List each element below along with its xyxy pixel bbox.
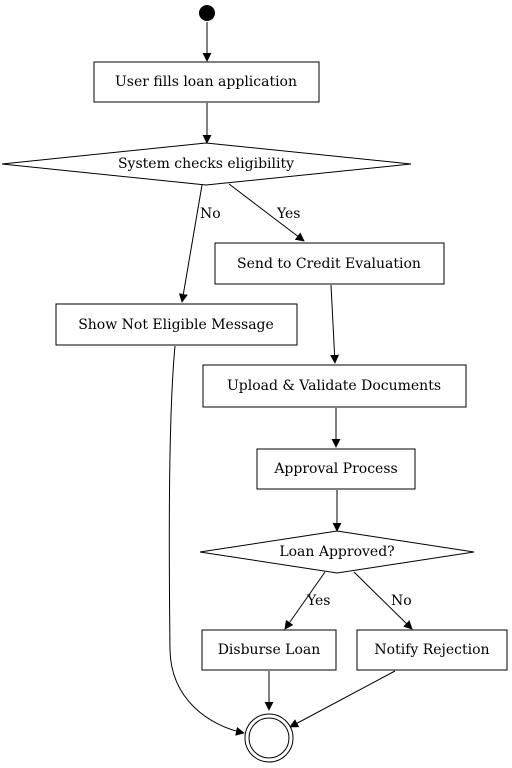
node-user-fills: User fills loan application	[93, 61, 320, 103]
edge-label-approved-yes: Yes	[306, 593, 331, 609]
edge-system-checks-to-not-eligible	[178, 184, 203, 303]
edge-loan-approved-to-disburse	[284, 571, 326, 630]
node-user-fills-label: User fills loan application	[115, 74, 297, 90]
node-upload-docs-label: Upload & Validate Documents	[227, 378, 441, 394]
decision-system-checks: System checks eligibility	[1, 142, 412, 186]
edge-not-eligible-to-end	[168, 345, 245, 736]
edge-label-eligibility-yes: Yes	[276, 206, 301, 222]
node-send-credit: Send to Credit Evaluation	[214, 242, 445, 285]
edge-label-approved-no: No	[391, 593, 412, 609]
start-node	[199, 5, 215, 21]
node-disburse: Disburse Loan	[201, 629, 337, 671]
edge-system-checks-to-send-credit	[228, 183, 305, 242]
edges	[168, 22, 413, 736]
node-not-eligible: Show Not Eligible Message	[55, 303, 298, 346]
node-approval: Approval Process	[256, 448, 416, 490]
decision-loan-approved: Loan Approved?	[199, 530, 475, 574]
edge-send-credit-to-upload-docs	[330, 284, 340, 364]
node-not-eligible-label: Show Not Eligible Message	[78, 317, 274, 333]
node-notify-label: Notify Rejection	[374, 642, 489, 658]
node-notify: Notify Rejection	[356, 629, 508, 671]
node-disburse-label: Disburse Loan	[218, 642, 321, 658]
decision-system-checks-label: System checks eligibility	[118, 156, 294, 172]
edge-label-eligibility-no: No	[200, 206, 221, 222]
node-approval-label: Approval Process	[273, 461, 397, 477]
node-upload-docs: Upload & Validate Documents	[202, 364, 467, 408]
decision-loan-approved-label: Loan Approved?	[279, 544, 394, 560]
edge-loan-approved-to-notify	[353, 571, 413, 630]
end-node	[244, 713, 294, 763]
node-send-credit-label: Send to Credit Evaluation	[237, 256, 421, 272]
edge-notify-to-end	[289, 670, 396, 728]
